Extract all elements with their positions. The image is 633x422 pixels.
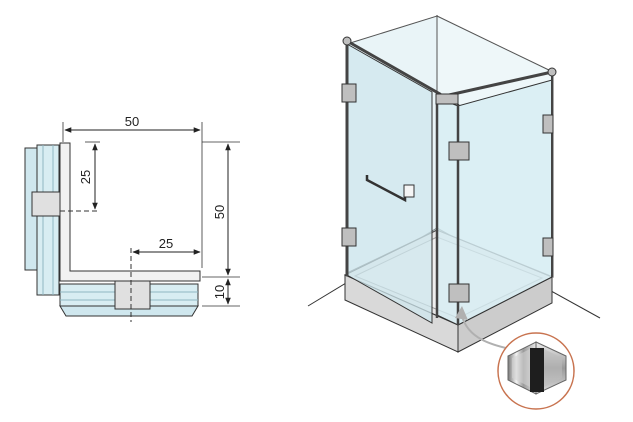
- dim-label-bottom-offset: 25: [159, 236, 173, 251]
- hinge-block-left: [31, 191, 61, 217]
- shower-enclosure: [307, 15, 601, 410]
- dim-label-right-height: 50: [212, 205, 227, 219]
- glass-door-front: [346, 43, 433, 324]
- hinge-profile: [59, 142, 201, 282]
- dim-label-top-width: 50: [125, 114, 139, 129]
- glass-panel-vertical: [24, 144, 60, 296]
- arrow-icon: [455, 306, 468, 320]
- hinge-block-bottom: [114, 280, 151, 310]
- dim-label-thickness: 10: [212, 285, 227, 299]
- technical-drawing: 50 25 50 25 10: [24, 114, 240, 322]
- handle-knob: [403, 184, 415, 198]
- glass-hinge-icon: [507, 341, 567, 395]
- hinge-detail-callout: [497, 332, 575, 410]
- extension-lines: [62, 122, 240, 307]
- dim-label-left-offset: 25: [78, 170, 93, 184]
- enclosure-hinges: [341, 36, 557, 303]
